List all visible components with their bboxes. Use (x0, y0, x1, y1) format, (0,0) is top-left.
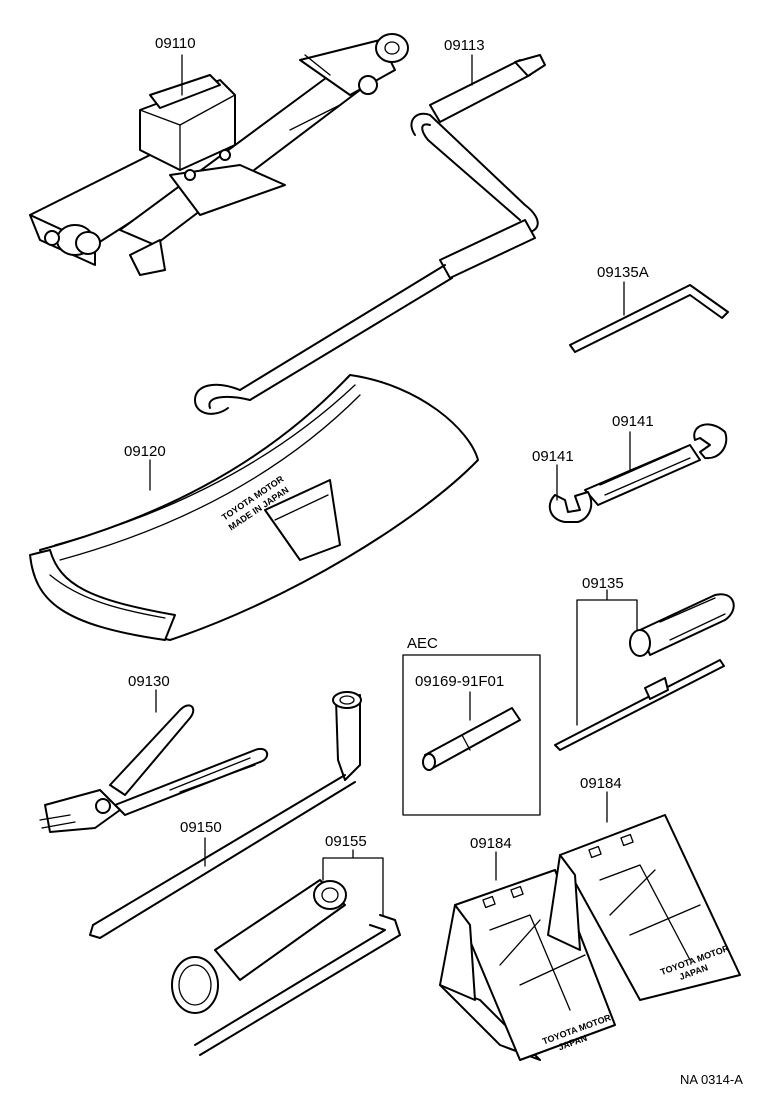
scissor-jack (29, 33, 409, 276)
label-09113: 09113 (444, 37, 485, 54)
leader-09135 (576, 589, 638, 726)
wheel-chock-right: TOYOTA MOTOR JAPAN (547, 814, 741, 1001)
wheel-chock-left: TOYOTA MOTOR JAPAN (439, 869, 616, 1061)
label-09135: 09135 (582, 575, 624, 592)
label-09169-91f01: 09169-91F01 (415, 673, 504, 690)
label-09155: 09155 (325, 833, 367, 850)
label-09135a: 09135A (597, 264, 649, 281)
hex-wrench (569, 284, 729, 353)
jack-handle (194, 54, 546, 415)
label-09141-right: 09141 (612, 413, 654, 430)
label-09141-left: 09141 (532, 448, 574, 465)
tool-bag: TOYOTA MOTOR MADE IN JAPAN (29, 374, 479, 641)
label-09110: 09110 (155, 35, 196, 52)
lug-wrench (89, 691, 362, 939)
pliers (39, 704, 269, 833)
aec-box (402, 654, 541, 816)
aec-pin (422, 707, 521, 771)
screwdriver (554, 593, 735, 751)
aec-box-label: AEC (407, 635, 438, 652)
label-09184-left: 09184 (470, 835, 512, 852)
label-09150: 09150 (180, 819, 222, 836)
open-end-wrench (548, 423, 728, 523)
spark-plug-wrench (171, 879, 401, 1056)
reference-code: NA 0314-A (680, 1072, 743, 1087)
leader-09155 (322, 849, 384, 916)
label-09120: 09120 (124, 443, 166, 460)
label-09184-right: 09184 (580, 775, 622, 792)
label-09130: 09130 (128, 673, 170, 690)
